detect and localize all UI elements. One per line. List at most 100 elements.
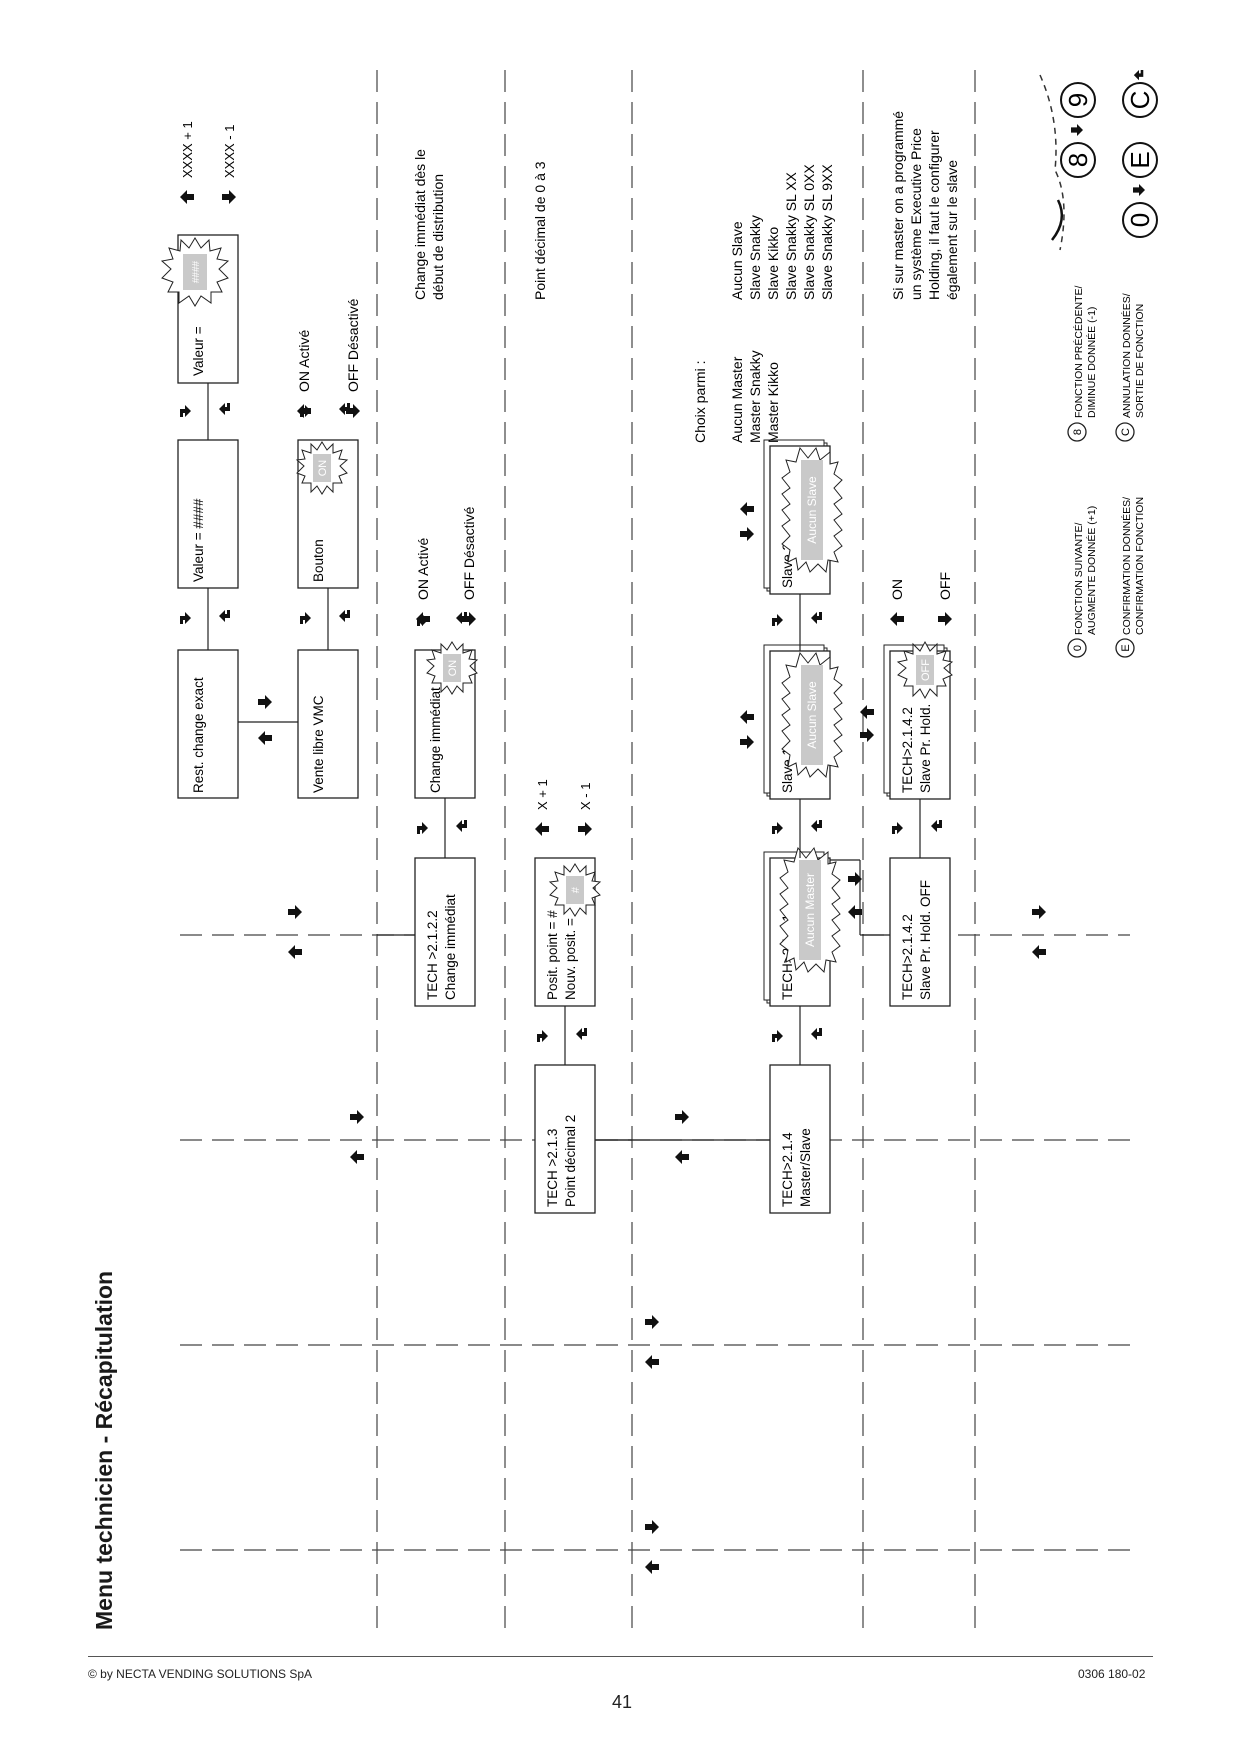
burst-slave-2: Aucun Slave [781,446,843,574]
slave-option: Slave Snakky SL 9XX [819,164,835,300]
burst-on-r1: ON [295,441,349,495]
row-4: TECH>2.1.4 Master/Slave TECH>2.1.4.1 Auc… [595,164,843,1214]
key-c-big-icon: C [1122,82,1158,118]
row-2: TECH >2.1.2.2 Change immédiat Change imm… [377,149,479,1007]
xxxx-plus: XXXX + 1 [180,121,195,178]
key-e-glyph: E [1125,151,1155,168]
burst-slave-1-text: Aucun Slave [805,681,819,749]
burst-hash-text: # [570,886,582,893]
burst-value: #### [160,237,230,307]
burst-on-r2-text: ON [447,660,459,677]
slave-option: Slave Snakky [747,215,763,300]
box-tech-214-line1: TECH>2.1.4 [780,1132,795,1207]
burst-slave-2-text: Aucun Slave [805,476,819,544]
slave-option: Slave Snakky SL XX [783,171,799,300]
key-0-glyph: 0 [1125,213,1155,227]
burst-off: OFF [896,640,954,700]
key-8-icon: 8 [1067,422,1087,442]
legend-next-2: AUGMENTE DONNÉE (+1) [1085,506,1098,635]
page-number: 41 [612,1692,633,1712]
burst-off-text: OFF [920,659,932,681]
box-rest-change[interactable] [177,649,239,799]
x-minus: X - 1 [578,783,593,810]
key-8-glyph: 8 [1063,153,1093,167]
box-tech-2122[interactable] [414,857,476,1007]
legend: 0 FONCTION SUIVANTE/ AUGMENTE DONNÉE (+1… [1039,70,1158,658]
slave-options: Aucun Slave Slave Snakky Slave Kikko Sla… [729,164,835,300]
key-c-icon: C [1115,422,1135,442]
r2-on-active: ON Activé [415,538,431,600]
key-9-glyph: 9 [1063,93,1093,107]
box-tech-213-line1: TECH >2.1.3 [545,1129,560,1207]
box-change-immediat-label: Change immédiat [428,687,443,793]
slave-option: Aucun Slave [729,221,745,300]
xxxx-minus: XXXX - 1 [222,125,237,178]
x-plus: X + 1 [535,779,550,810]
key-c-label: C [1120,428,1132,436]
page-title: Menu technicien - Récapitulation [91,1271,117,1630]
burst-value-text: #### [191,260,202,283]
r5-note: Si sur master on a programmé [890,111,906,300]
r2-note-line2: début de distribution [430,174,446,300]
box-tech-214-line2: Master/Slave [798,1128,813,1207]
key-0-icon: 0 [1067,638,1087,658]
box-valeur-1[interactable] [177,439,239,589]
slave-option: Slave Snakky SL 0XX [801,164,817,300]
key-e-icon: E [1115,638,1135,658]
grid-lines [180,70,1130,1630]
box-tech-2142-sub-line1: TECH>2.1.4.2 [900,707,915,793]
footer-doc-code: 0306 180-02 [1078,1667,1146,1681]
footer-rule [88,1656,1153,1657]
burst-slave-1: Aucun Slave [781,651,843,779]
slave-option: Slave Kikko [765,227,781,300]
box-tech-214[interactable] [769,1064,831,1214]
master-options: Aucun Master Master Snakky Master Kikko [729,350,781,443]
box-tech-2122-line2: Change immédiat [443,894,458,1000]
legend-confirm-1: CONFIRMATION DONNÉES/ [1120,497,1133,635]
box-posit-line1: Posit. point = # [545,910,560,1000]
box-tech-2142-main-line2: Slave Pr. Hold. OFF [918,880,933,1000]
master-option: Aucun Master [729,356,745,443]
key-0-big-icon: 0 [1122,202,1158,238]
legend-cancel-2: SORTIE DE FONCTION [1134,304,1146,418]
key-0-label: 0 [1072,645,1084,651]
r5-on: ON [889,579,905,600]
row-5: TECH>2.1.4.2 Slave Pr. Hold. OFF TECH>2.… [830,111,1046,1007]
choix-parmi: Choix parmi : [692,361,708,443]
box-vente-libre[interactable] [297,649,359,799]
box-posit-line2: Nouv. posit. = [563,918,578,1000]
r5-off: OFF [937,572,953,600]
key-e-label: E [1120,644,1132,651]
box-vente-libre-label: Vente libre VMC [311,695,326,793]
keypad-illustration: 9 8 C E 0 [1039,70,1158,251]
box-tech-2122-line1: TECH >2.1.2.2 [425,910,440,1000]
legend-prev-1: FONCTION PRÉCÉDENTE/ [1072,285,1085,418]
box-rest-change-label: Rest. change exact [191,677,206,793]
burst-master-text: Aucun Master [803,873,817,947]
legend-prev-2: DIMINUE DONNÉE (-1) [1085,307,1098,418]
box-valeur-2-label: Valeur = [191,326,206,376]
key-9-icon: 9 [1060,82,1096,118]
row-3: TECH >2.1.3 Point décimal 2 Posit. point… [532,161,689,1574]
r2-note-line1: Change immédiat dès le [412,149,428,300]
r1-off-desactive: OFF Désactivé [345,298,361,392]
key-c-glyph: C [1125,91,1155,110]
burst-on-r2: ON [425,641,479,695]
box-tech-213[interactable] [534,1064,596,1214]
key-8-big-icon: 8 [1060,142,1096,178]
key-e-big-icon: E [1122,142,1158,178]
r5-note: Holding, il faut le configurer [926,130,942,300]
legend-confirm-2: CONFIRMATION FONCTION [1134,497,1146,635]
r5-note: également sur le slave [944,160,960,300]
box-tech-213-line2: Point décimal 2 [563,1115,578,1207]
master-option: Master Snakky [747,350,763,443]
r2-off-desactive: OFF Désactivé [461,506,477,600]
burst-master: Aucun Master [779,846,841,974]
burst-on-r1-text: ON [317,460,329,477]
legend-cancel-1: ANNULATION DONNÉES/ [1120,293,1133,418]
box-tech-2142-main-line1: TECH>2.1.4.2 [900,914,915,1000]
r1-on-active: ON Activé [296,330,312,392]
footer-copyright: © by NECTA VENDING SOLUTIONS SpA [88,1667,313,1681]
r5-note: un système Executive Price [908,128,924,300]
r3-note: Point décimal de 0 à 3 [532,161,548,300]
